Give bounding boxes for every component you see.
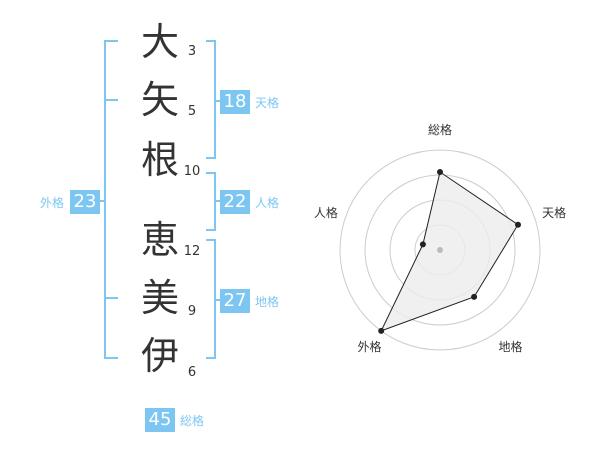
name-char-6: 伊 <box>140 334 179 378</box>
radar-axis-label-3: 地格 <box>498 339 522 354</box>
radar-point-4 <box>378 327 385 334</box>
stroke-count-2: 5 <box>187 104 197 119</box>
jinkaku-score: 22 <box>220 190 250 214</box>
tenkaku-score: 18 <box>220 90 250 114</box>
tenkaku-label: 天格 <box>255 96 280 110</box>
gaikaku-bracket <box>88 40 118 359</box>
radar-center-dot <box>437 247 443 253</box>
soukaku-score: 45 <box>145 408 175 432</box>
radar-point-5 <box>419 241 426 248</box>
radar-point-2 <box>515 221 521 228</box>
gaikaku-label: 外格 <box>40 196 65 210</box>
jinkaku-label: 人格 <box>255 196 280 210</box>
chikaku-label: 地格 <box>255 295 280 309</box>
radar-point-3 <box>471 293 478 300</box>
chikaku-score: 27 <box>220 289 250 313</box>
name-char-2: 矢 <box>140 78 179 122</box>
radar-axis-label-1: 総格 <box>428 122 452 137</box>
stroke-count-5: 9 <box>187 304 197 319</box>
radar-axis-label-4: 外格 <box>357 339 381 354</box>
stroke-count-4: 12 <box>183 244 201 259</box>
radar-axis-label-5: 人格 <box>314 205 338 220</box>
radar-polygon <box>380 171 519 332</box>
soukaku-label: 総格 <box>180 414 205 428</box>
stroke-count-3: 10 <box>183 164 201 179</box>
name-char-3: 根 <box>140 138 179 182</box>
name-char-1: 大 <box>140 20 179 64</box>
name-char-5: 美 <box>140 276 179 320</box>
radar-point-1 <box>437 169 443 175</box>
radar-axis-label-2: 天格 <box>542 205 566 220</box>
stroke-count-1: 3 <box>187 44 197 59</box>
gaikaku-score: 23 <box>70 190 100 214</box>
stroke-count-6: 6 <box>187 365 197 380</box>
radar-ring-4 <box>339 149 541 351</box>
name-char-4: 恵 <box>140 218 179 262</box>
